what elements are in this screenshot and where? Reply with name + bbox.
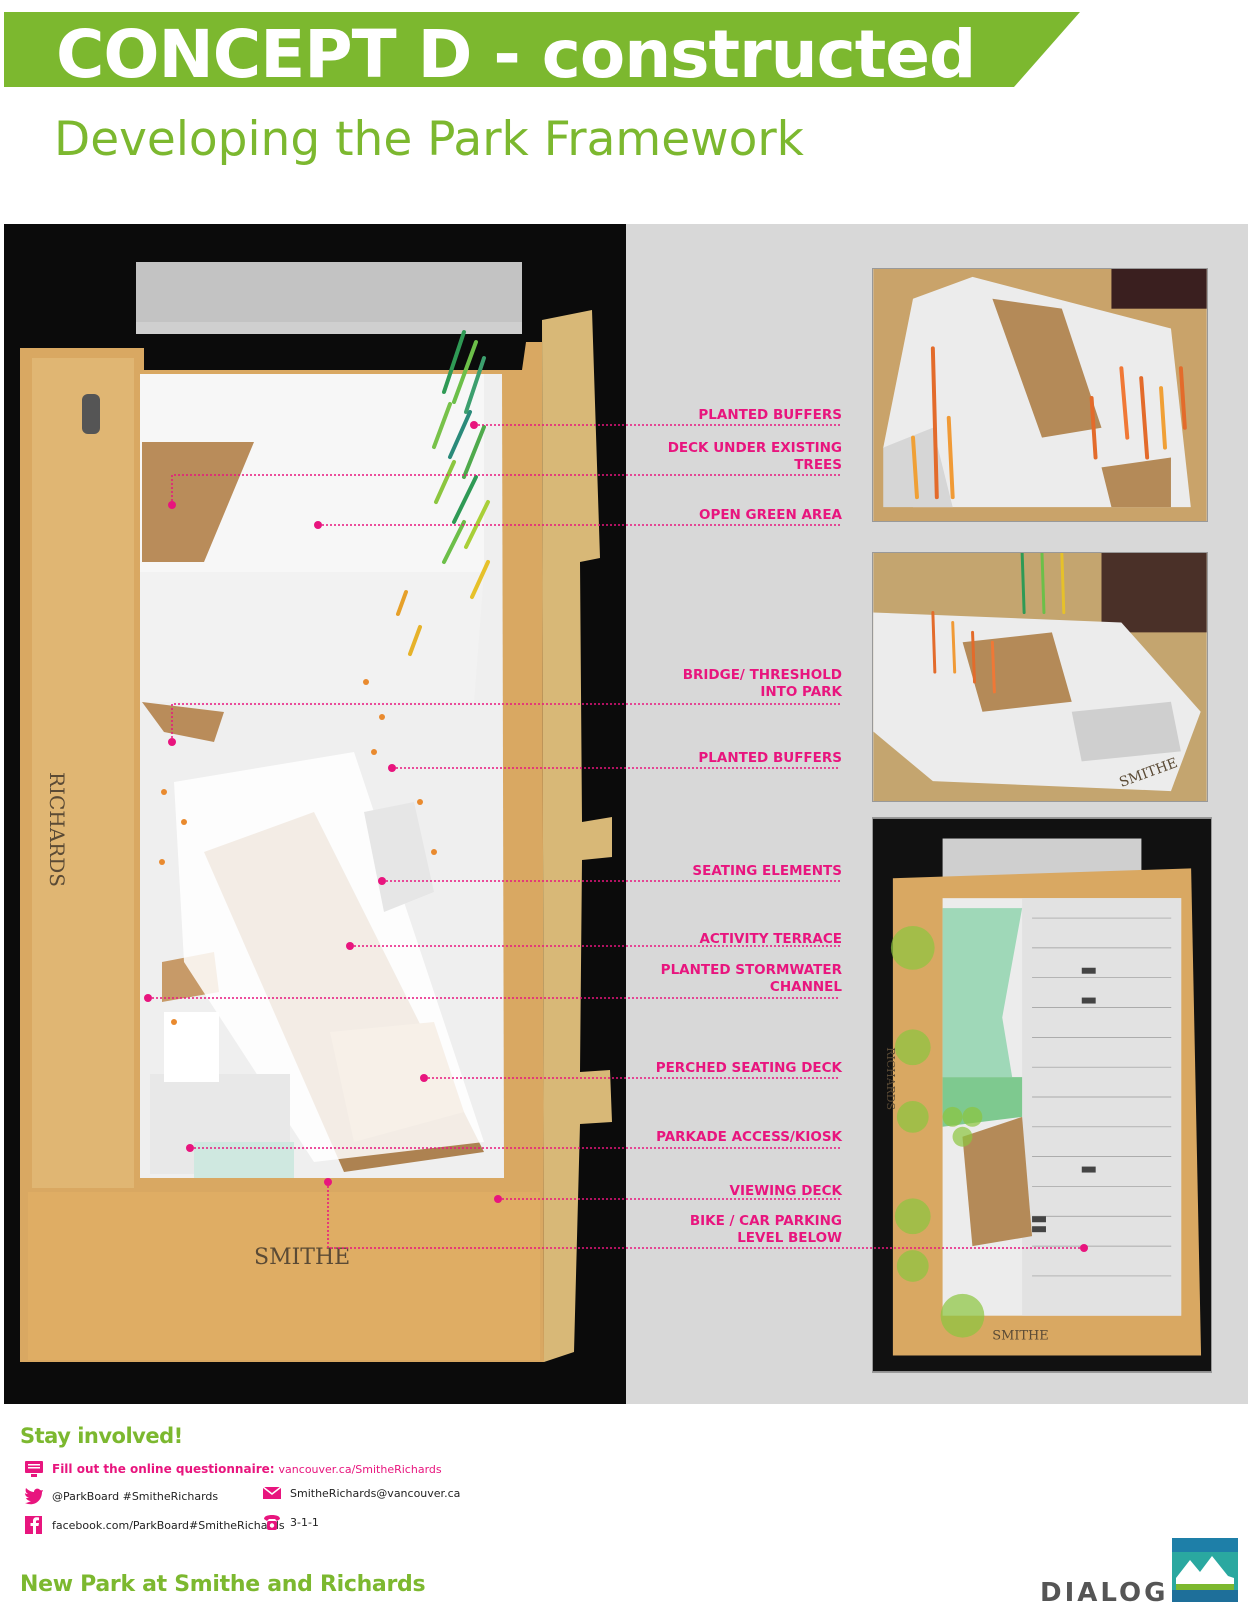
street-label-richards: RICHARDS <box>45 772 69 887</box>
dialog-logo: DIALOG <box>1040 1578 1169 1608</box>
facebook-icon <box>25 1516 42 1534</box>
callout-planted-buffers-1: PLANTED BUFFERS <box>698 407 842 423</box>
model-photo-perspective-2: SMITHE <box>872 552 1208 802</box>
park-name: New Park at Smithe and Richards <box>20 1572 426 1597</box>
page-title: CONCEPT D - constructed <box>56 16 976 93</box>
callout-parkade-access-kiosk: PARKADE ACCESS/KIOSK <box>656 1129 842 1145</box>
facebook-row: facebook.com/ParkBoard#SmitheRichards <box>24 1516 285 1534</box>
title-banner: CONCEPT D - constructed <box>4 12 1080 93</box>
phone-icon <box>264 1515 280 1530</box>
questionnaire-label: Fill out the online questionnaire: <box>52 1462 275 1476</box>
twitter-row: @ParkBoard #SmitheRichards <box>24 1487 218 1505</box>
vancouver-park-board-logo <box>1172 1538 1238 1602</box>
photo3-street-label-richards: RICHARDS <box>884 1047 897 1110</box>
page-subtitle: Developing the Park Framework <box>54 112 804 167</box>
site-model-top-view: RICHARDS SMITHE <box>20 262 612 1362</box>
model-photo-perspective-1 <box>872 268 1208 522</box>
model-photo-top-view-overlay: RICHARDS SMITHE <box>872 817 1212 1373</box>
callout-viewing-deck: VIEWING DECK <box>729 1183 842 1199</box>
twitter-icon <box>25 1488 43 1505</box>
callout-planted-buffers-2: PLANTED BUFFERS <box>698 750 842 766</box>
phone-number[interactable]: 3-1-1 <box>290 1515 319 1529</box>
banner-shape <box>4 12 1080 87</box>
email-row: SmitheRichards@vancouver.ca <box>262 1484 460 1502</box>
email-icon <box>262 1486 282 1499</box>
facebook-link[interactable]: facebook.com/ParkBoard#SmitheRichards <box>52 1518 285 1532</box>
callout-activity-terrace: ACTIVITY TERRACE <box>699 931 842 947</box>
twitter-handle[interactable]: @ParkBoard #SmitheRichards <box>52 1489 219 1503</box>
questionnaire-link[interactable]: vancouver.ca/SmitheRichards <box>278 1462 442 1476</box>
stay-involved-heading: Stay involved! <box>20 1424 183 1448</box>
callout-seating-elements: SEATING ELEMENTS <box>692 863 842 879</box>
callout-open-green-area: OPEN GREEN AREA <box>698 507 842 523</box>
computer-icon <box>25 1461 43 1477</box>
street-label-smithe: SMITHE <box>254 1245 350 1270</box>
questionnaire-row: Fill out the online questionnaire: vanco… <box>24 1460 442 1478</box>
photo3-street-label-smithe: SMITHE <box>992 1329 1048 1344</box>
email-address[interactable]: SmitheRichards@vancouver.ca <box>290 1486 461 1500</box>
callout-perched-seating-deck: PERCHED SEATING DECK <box>655 1060 842 1076</box>
phone-row: 3-1-1 <box>262 1513 319 1531</box>
